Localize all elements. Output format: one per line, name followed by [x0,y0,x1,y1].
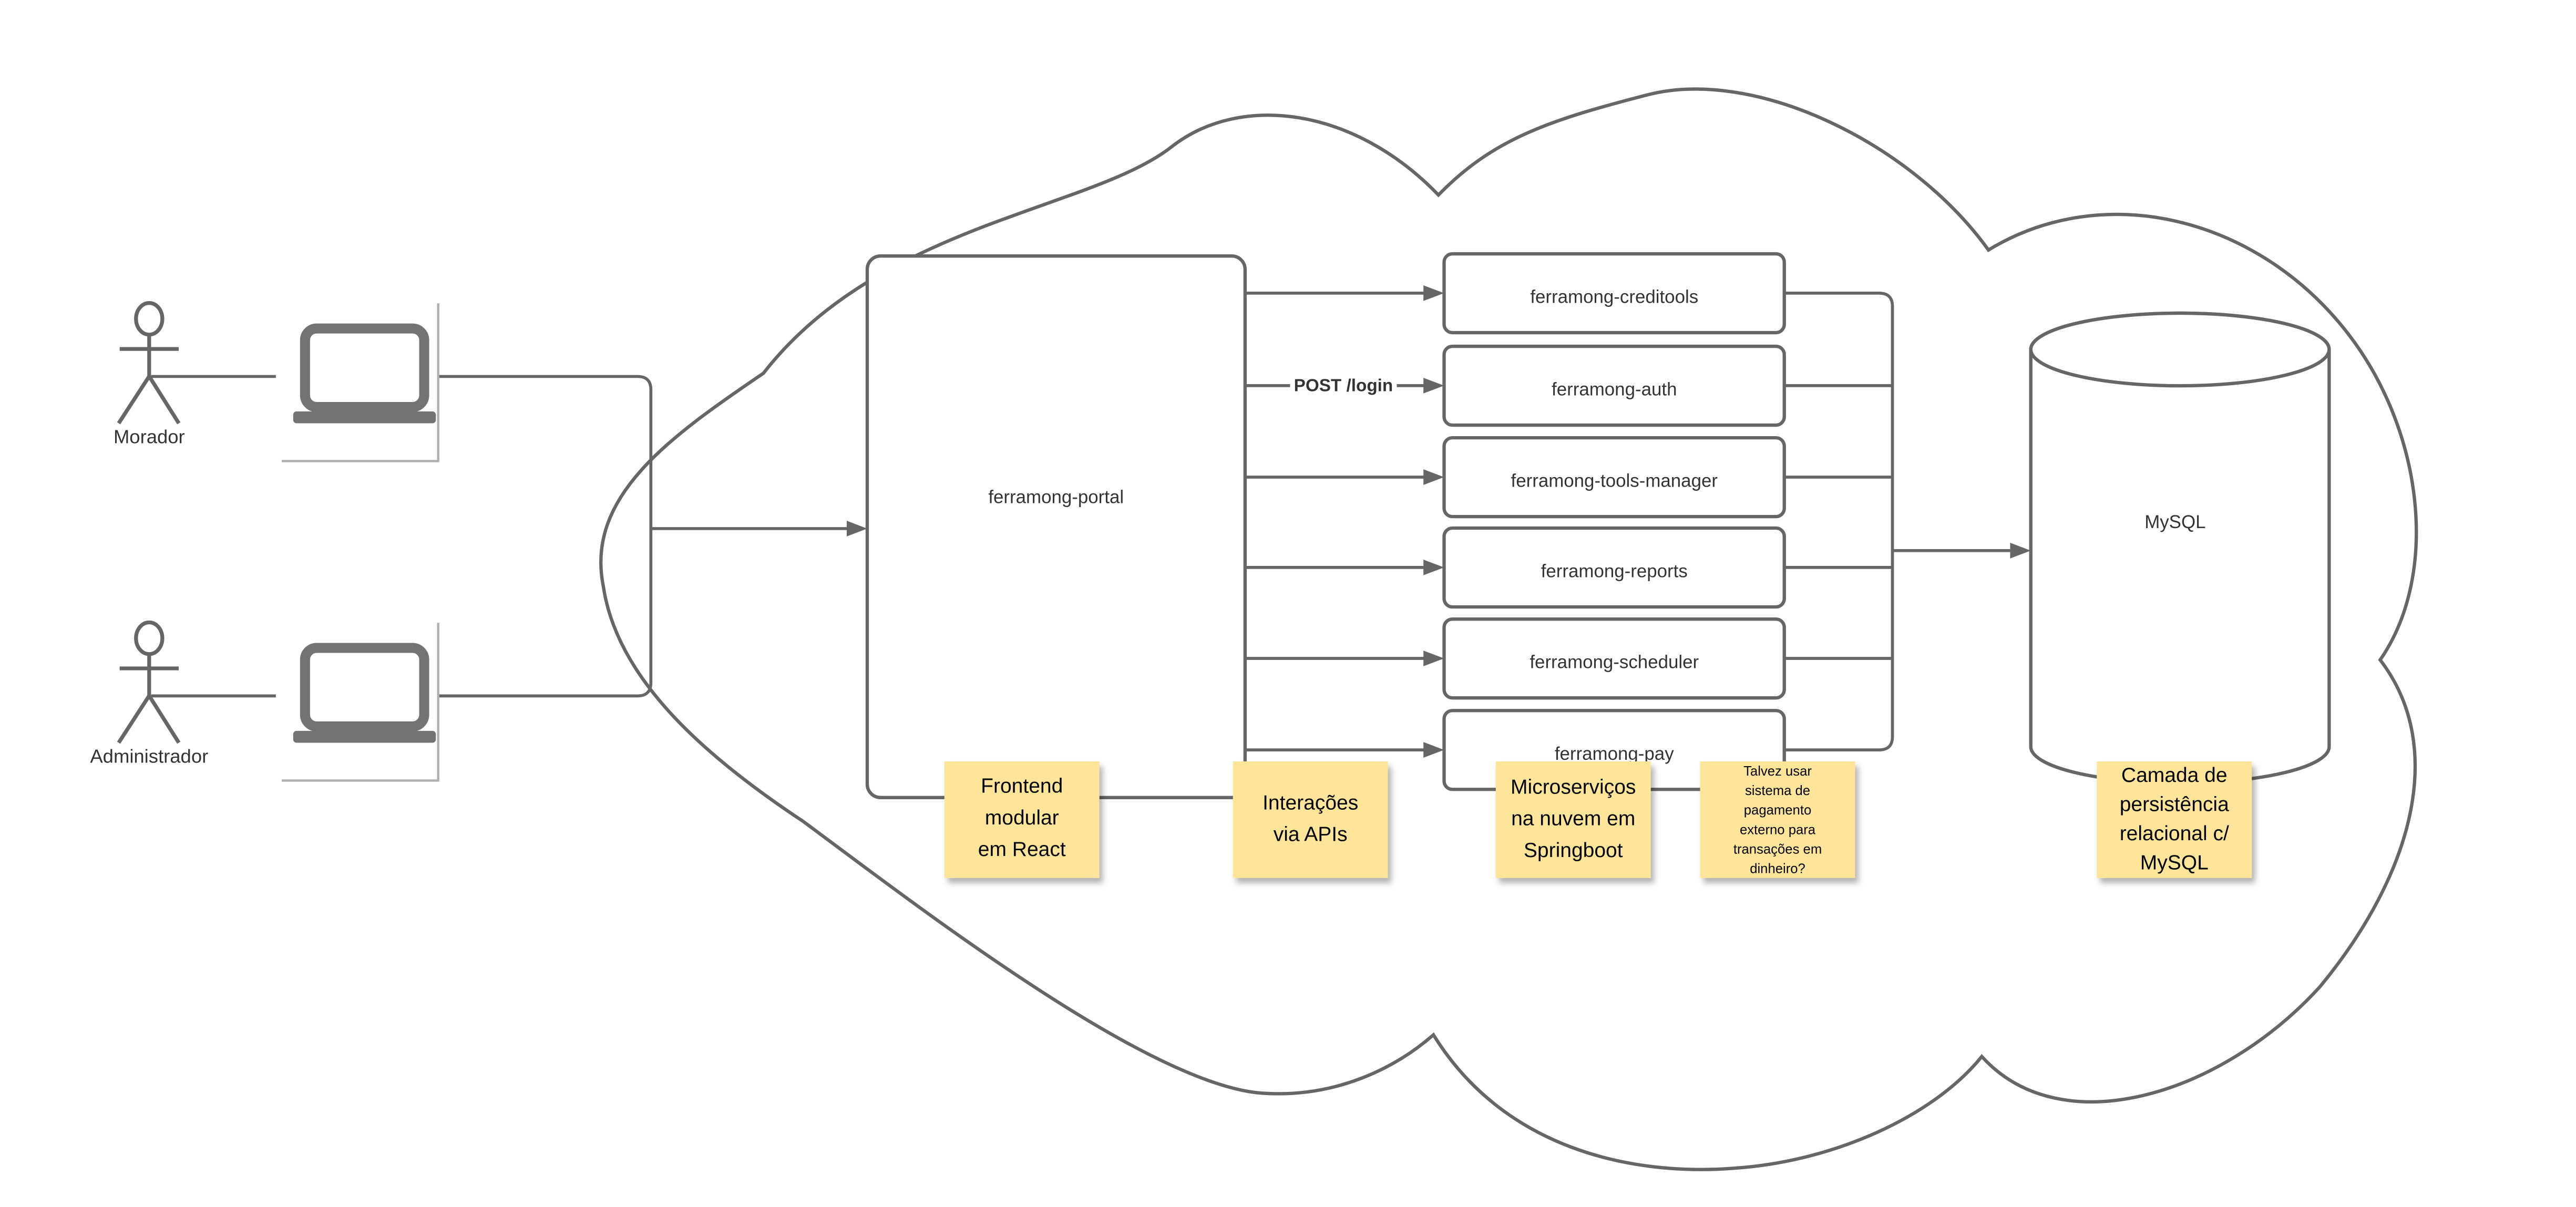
note-payment-line2: sistema de [1745,783,1810,798]
edge-label-bg [1290,374,1397,398]
arrowhead-tools-manager [1423,469,1444,485]
actor-icon-morador [117,301,181,425]
arrowhead-portal [846,521,867,537]
portal-box [865,254,1247,799]
actor-morador: Morador [114,301,185,448]
note-frontend-line2: modular [985,807,1059,829]
terminal-shadow-administrador [281,623,439,782]
note-api-line1: Interações [1263,791,1358,814]
note-payment-line6: dinheiro? [1750,862,1805,876]
note-payment-line4: externo para [1740,822,1816,837]
note-external-payment-paper [1700,761,1855,878]
terminal-shadow-morador [281,303,439,462]
note-payment-line5: transações em [1733,842,1822,857]
service-label-pay: ferramong-pay [1555,744,1674,764]
note-persist-line4: MySQL [2140,852,2209,874]
actor-label-administrador: Administrador [90,746,208,767]
note-frontend-line1: Frontend [981,775,1063,798]
note-micro-line1: Microserviços [1511,776,1636,798]
arrowhead-mysql [2010,542,2031,559]
note-payment-line3: pagamento [1744,803,1811,818]
database-cylinder-top [2029,311,2331,388]
note-frontend-react: Frontend modular em React [944,761,1100,878]
arrowhead-reports [1423,559,1444,575]
note-micro-line2: na nuvem em [1511,808,1635,830]
portal-label: ferramong-portal [988,487,1124,507]
actor-edges [151,375,867,698]
arrowhead-auth [1423,377,1444,394]
service-label-tools-manager: ferramong-tools-manager [1511,471,1718,491]
note-micro-line3: Springboot [1524,839,1623,862]
database-label: MySQL [2144,512,2205,532]
service-label-scheduler: ferramong-scheduler [1530,652,1699,673]
arrowhead-creditools [1423,285,1444,301]
terminal-morador [275,297,439,462]
note-persistence: Camada de persistência relacional c/ MyS… [2097,761,2252,878]
bus-line [1784,292,1894,751]
note-microservices-paper [1495,761,1651,878]
terminal-administrador [275,617,439,782]
note-persistence-paper [2097,761,2252,878]
edge-laptops-merge [438,375,653,698]
service-label-reports: ferramong-reports [1541,561,1688,582]
actor-icon-administrador [117,620,181,744]
note-frontend-react-paper [944,761,1100,878]
note-frontend-line3: em React [978,838,1066,861]
note-persist-line1: Camada de [2121,764,2228,787]
actor-label-morador: Morador [114,426,185,448]
laptop-icon-administrador [293,643,436,743]
database-node: MySQL [2029,311,2331,785]
service-label-auth: ferramong-auth [1552,379,1677,400]
edge-label: POST /login [1294,376,1393,396]
note-persist-line2: persistência [2120,793,2229,816]
portal-node: ferramong-portal [865,254,1247,799]
note-microservices: Microserviços na nuvem em Springboot [1495,761,1651,878]
note-persist-line3: relacional c/ [2120,822,2229,845]
actor-administrador: Administrador [90,620,208,767]
note-payment-line1: Talvez usar [1743,764,1812,779]
arrowhead-pay [1423,742,1444,758]
note-api-interactions: Interações via APIs [1233,761,1388,878]
laptop-icon-morador [293,323,436,424]
note-api-line2: via APIs [1274,823,1348,846]
portal-service-edges: POST /login [1245,285,1444,758]
arrowhead-scheduler [1423,651,1444,666]
note-api-interactions-paper [1233,761,1388,878]
service-label-creditools: ferramong-creditools [1530,287,1698,307]
note-external-payment: Talvez usar sistema de pagamento externo… [1700,761,1855,878]
service-db-edges [1784,292,2031,751]
